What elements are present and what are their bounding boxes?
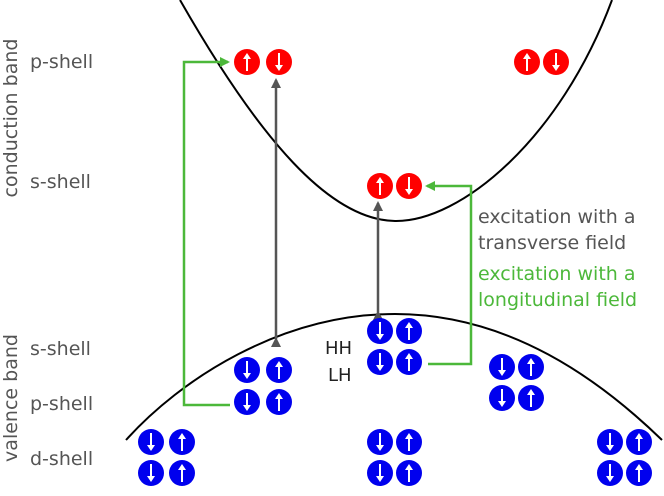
hole-spin-up-icon xyxy=(626,429,652,455)
electron-spin-down-icon xyxy=(266,49,292,75)
longitudinal-arrow-s-shell xyxy=(425,181,473,366)
electron-spin-down-icon xyxy=(396,173,422,199)
valence-band-label: valence band xyxy=(0,334,22,462)
hole-spin-down-icon xyxy=(489,385,515,411)
hole-spin-down-icon xyxy=(367,349,393,375)
electron-spin-down-icon xyxy=(543,49,569,75)
cb-p-shell-label: p-shell xyxy=(30,51,93,73)
electron-spin-up-icon xyxy=(514,49,540,75)
electron-spin-up-icon xyxy=(367,173,393,199)
longitudinal-annotation-line2: longitudinal field xyxy=(478,289,637,311)
hole-spin-down-icon xyxy=(367,460,393,486)
hole-spin-down-icon xyxy=(234,357,260,383)
transverse-annotation-line1: excitation with a xyxy=(478,206,636,228)
vb-d-shell-label: d-shell xyxy=(30,448,93,470)
conduction-band-label: conduction band xyxy=(0,39,22,198)
light-hole-label: LH xyxy=(328,365,352,386)
hole-spin-down-icon xyxy=(597,429,623,455)
vb-p-shell-label: p-shell xyxy=(30,393,93,415)
hole-spin-up-icon xyxy=(396,318,422,344)
longitudinal-arrow-p-shell xyxy=(182,57,230,407)
hole-spin-up-icon xyxy=(518,385,544,411)
cb-s-shell-label: s-shell xyxy=(30,171,91,193)
heavy-hole-label: HH xyxy=(325,338,352,359)
hole-spin-up-icon xyxy=(518,354,544,380)
hole-spin-down-icon xyxy=(367,318,393,344)
hole-spin-down-icon xyxy=(367,429,393,455)
carrier-particles xyxy=(138,49,652,486)
hole-spin-down-icon xyxy=(234,389,260,415)
hole-spin-up-icon xyxy=(169,429,195,455)
hole-spin-down-icon xyxy=(138,460,164,486)
electron-spin-up-icon xyxy=(234,49,260,75)
hole-spin-up-icon xyxy=(396,349,422,375)
longitudinal-annotation-line1: excitation with a xyxy=(478,263,636,285)
hole-spin-up-icon xyxy=(266,389,292,415)
hole-spin-up-icon xyxy=(396,429,422,455)
vb-s-shell-label: s-shell xyxy=(30,338,91,360)
hole-spin-down-icon xyxy=(138,429,164,455)
hole-spin-up-icon xyxy=(396,460,422,486)
hole-spin-down-icon xyxy=(597,460,623,486)
hole-spin-down-icon xyxy=(489,354,515,380)
valence-band-curve xyxy=(125,312,663,441)
hole-spin-up-icon xyxy=(266,357,292,383)
transverse-annotation-line2: transverse field xyxy=(478,232,626,254)
hole-spin-up-icon xyxy=(169,460,195,486)
conduction-band-curve xyxy=(179,0,613,223)
hole-spin-up-icon xyxy=(626,460,652,486)
